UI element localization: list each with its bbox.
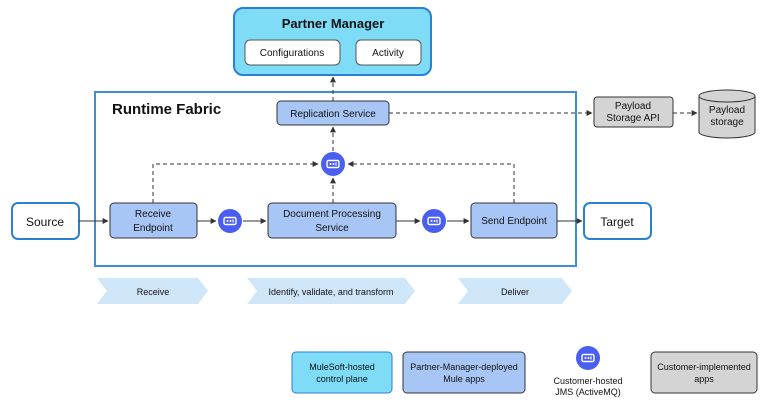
legend-pm-line1: Partner-Manager-deployed [410,362,518,372]
arrow-send-to-queue3 [347,161,515,203]
receive-endpoint-line1: Receive [135,209,172,220]
arrow-receive-to-queue3 [152,161,319,203]
database-cylinder-icon: Payload storage [698,89,756,139]
configurations-box: Configurations [244,39,341,66]
payload-storage-line2: storage [710,117,744,128]
target-label: Target [600,215,634,229]
legend-jms-line1: Customer-hosted [553,376,622,386]
jms-queue-icon [575,345,601,371]
receive-endpoint-line2: Endpoint [133,223,173,234]
source-label: Source [26,215,64,229]
legend-jms-line2: JMS (ActiveMQ) [555,387,621,397]
send-endpoint-box: Send Endpoint [470,202,558,239]
payload-storage-line1: Payload [709,105,745,116]
configurations-label: Configurations [260,48,324,59]
document-processing-line2: Service [315,223,349,234]
jms-queue-icon [421,208,447,234]
payload-storage-api-line2: Storage API [606,113,659,124]
jms-queue-icon [320,151,346,177]
runtime-fabric-container: Runtime Fabric [94,91,577,267]
target-box: Target [583,202,652,240]
legend-mulesoft-line2: control plane [316,374,368,384]
connectors [79,76,698,224]
stage-receive: Receive [97,278,208,304]
legend-customer-line1: Customer-implemented [657,362,751,372]
legend-customer-hosted-jms: Customer-hosted JMS (ActiveMQ) [553,345,623,397]
activity-label: Activity [372,48,404,59]
partner-manager-box: Partner Manager Configurations Activity [233,7,432,76]
stage-deliver-label: Deliver [501,287,529,297]
receive-endpoint-box: Receive Endpoint [109,202,198,239]
legend: MuleSoft-hosted control plane Partner-Ma… [291,345,758,397]
jms-queue-icon [217,208,243,234]
legend-customer-implemented: Customer-implemented apps [650,351,758,394]
legend-pm-line2: Mule apps [443,374,485,384]
stage-deliver: Deliver [458,278,572,304]
payload-storage-api-line1: Payload [615,101,651,112]
replication-service-label: Replication Service [290,109,376,120]
stage-receive-label: Receive [137,287,170,297]
document-processing-line1: Document Processing [283,209,381,220]
stage-identify: Identify, validate, and transform [247,278,415,304]
legend-mulesoft-line1: MuleSoft-hosted [309,362,375,372]
document-processing-box: Document Processing Service [267,202,397,239]
runtime-fabric-title: Runtime Fabric [112,101,221,118]
replication-service-box: Replication Service [276,100,390,126]
send-endpoint-label: Send Endpoint [481,216,547,227]
partner-manager-title: Partner Manager [282,16,385,31]
stage-identify-label: Identify, validate, and transform [269,287,394,297]
payload-storage-api-box: Payload Storage API [593,96,674,128]
legend-customer-line2: apps [694,374,714,384]
legend-mulesoft-hosted: MuleSoft-hosted control plane [291,351,393,394]
legend-partner-manager-deployed: Partner-Manager-deployed Mule apps [402,351,526,394]
source-box: Source [11,202,80,240]
activity-box: Activity [355,39,422,66]
